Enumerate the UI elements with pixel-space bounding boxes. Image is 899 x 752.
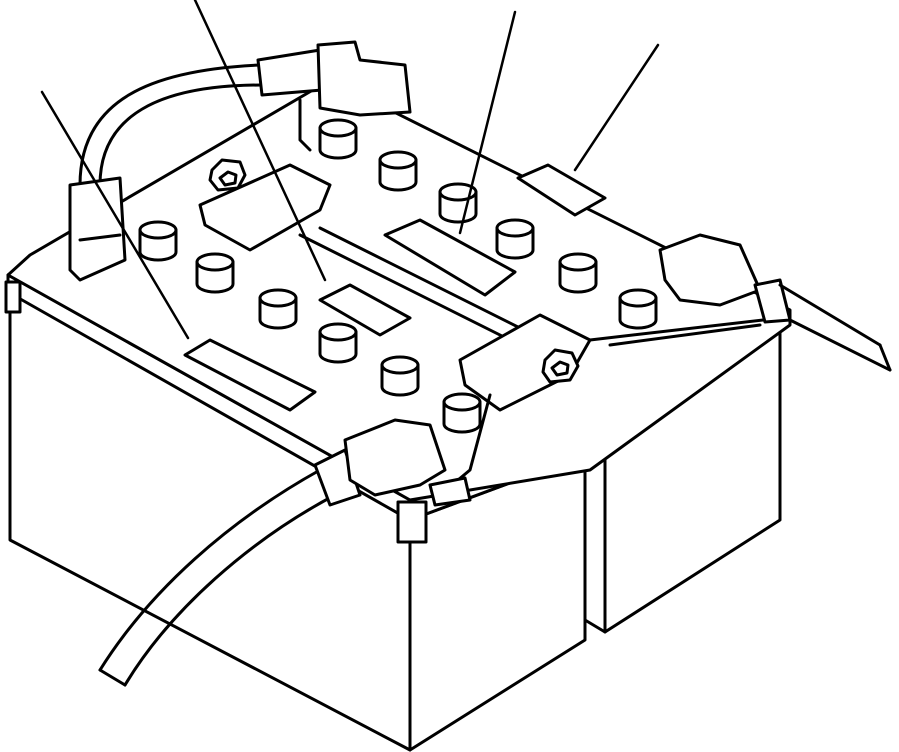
vent-cap	[558, 252, 598, 294]
leader-line-4	[573, 43, 660, 172]
terminal-clamp-right	[428, 313, 592, 507]
vent-cap	[618, 288, 658, 330]
vent-cap	[258, 288, 298, 330]
vent-cap	[138, 220, 178, 262]
battery-top-deck	[6, 78, 792, 502]
terminal-clamp-left	[198, 158, 332, 252]
vent-cap	[438, 182, 478, 224]
vent-cap	[380, 355, 420, 397]
label-plate-center	[318, 283, 412, 337]
vent-cap	[495, 218, 535, 260]
cable-top-left	[68, 40, 412, 282]
leader-line-3	[458, 10, 517, 235]
vent-cap	[378, 150, 418, 192]
leader-line-1	[40, 90, 190, 340]
vent-cap	[318, 118, 358, 160]
callout-leaders	[40, 0, 660, 340]
vent-cap	[442, 392, 482, 434]
label-plate-left	[183, 338, 317, 412]
leader-line-2	[193, 0, 327, 282]
label-plate-top-right	[516, 163, 607, 217]
cable-front	[98, 418, 447, 687]
label-plates	[183, 163, 607, 412]
vent-cap	[318, 322, 358, 364]
vent-cap	[195, 252, 235, 294]
vent-caps	[138, 118, 658, 434]
label-plate-top-center	[383, 218, 517, 297]
cable-right	[658, 233, 892, 372]
